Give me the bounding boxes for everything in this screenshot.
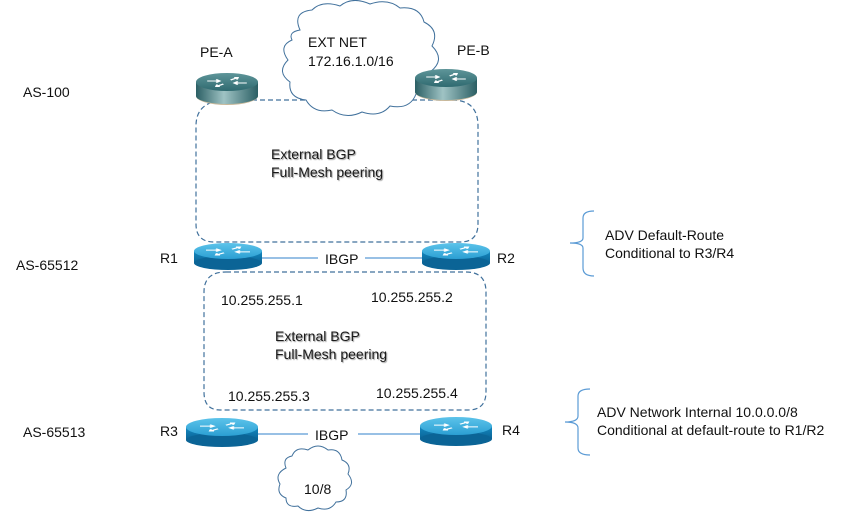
router-label-pe-b: PE-B [457,42,490,58]
annotation-lower-line-2: Conditional at default-route to R1/R2 [597,422,825,438]
router-label-r2: R2 [497,250,515,266]
as-label-65513: AS-65513 [23,424,86,440]
internal-cloud [277,445,352,512]
router-label-r4: R4 [502,422,520,438]
ip-r3: 10.255.255.3 [228,388,310,404]
ibgp-label-r3-r4: IBGP [315,427,349,443]
lower-peering-boundary [203,271,487,411]
router-r2-icon[interactable] [422,243,490,270]
lower-peering-label-1: External BGP [275,328,360,344]
router-r1-icon[interactable] [194,243,262,270]
annotation-upper-line-2: Conditional to R3/R4 [605,245,735,261]
ext-net-label: EXT NET [308,34,367,50]
as-label-100: AS-100 [23,84,70,100]
ip-r4: 10.255.255.4 [376,385,458,401]
ibgp-label-r1-r2: IBGP [325,251,359,267]
router-label-pe-a: PE-A [200,44,233,60]
as-label-65512: AS-65512 [16,257,79,273]
router-label-r3: R3 [160,423,178,439]
router-pe-b-icon[interactable] [415,69,477,101]
upper-peering-label-1: External BGP [271,146,356,162]
router-r3-icon[interactable] [186,418,258,447]
annotation-lower-line-1: ADV Network Internal 10.0.0.0/8 [597,404,798,420]
internal-cloud-label: 10/8 [304,481,332,497]
upper-peering-boundary [195,99,479,243]
ext-net-prefix: 172.16.1.0/16 [308,53,394,69]
annotation-upper-line-1: ADV Default-Route [605,227,725,243]
upper-peering-label-2: Full-Mesh peering [271,164,384,180]
router-r4-icon[interactable] [420,417,492,446]
router-pe-a-icon[interactable] [196,73,258,105]
ip-r1: 10.255.255.1 [221,292,303,308]
annotation-brace-upper [569,210,595,277]
annotation-brace-lower [564,388,591,456]
ip-r2: 10.255.255.2 [371,289,453,305]
router-label-r1: R1 [160,250,178,266]
lower-peering-label-2: Full-Mesh peering [275,346,388,362]
